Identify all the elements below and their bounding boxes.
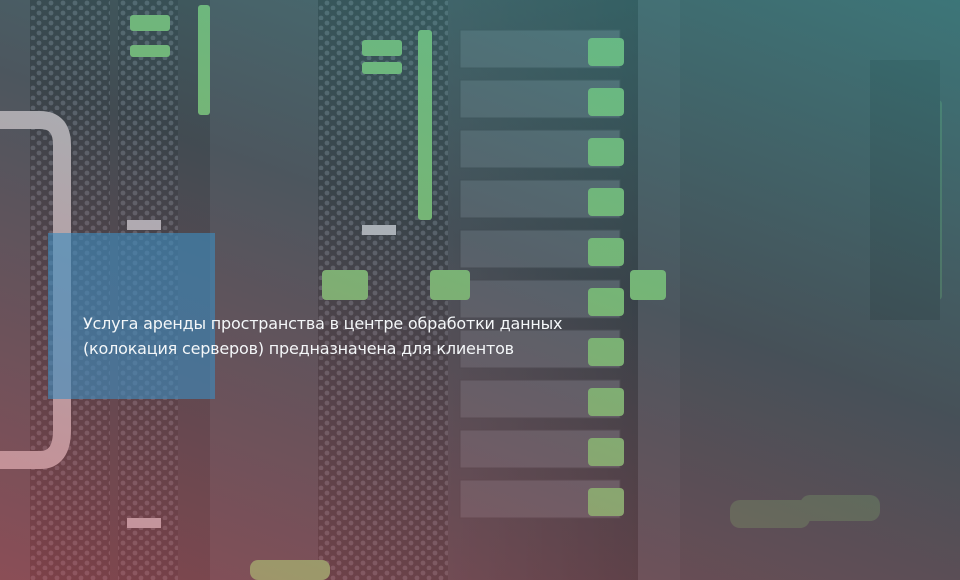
accent-box [48, 233, 215, 399]
caption-line-1: Услуга аренды пространства в центре обра… [83, 314, 563, 333]
caption-line-2: (колокация серверов) предназначена для к… [83, 339, 514, 358]
hero-caption: Услуга аренды пространства в центре обра… [83, 311, 643, 361]
